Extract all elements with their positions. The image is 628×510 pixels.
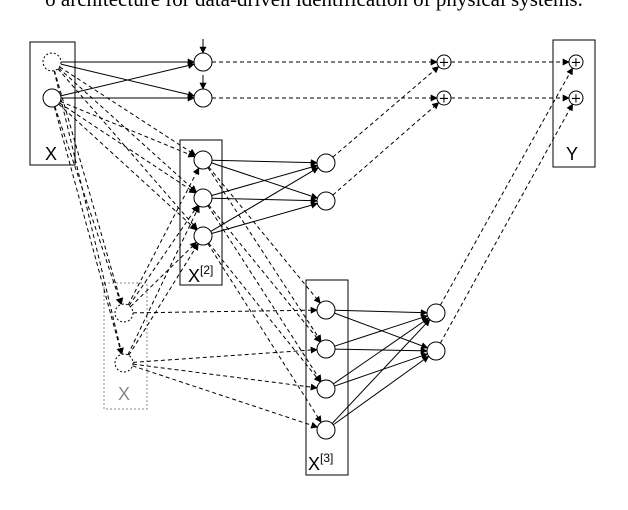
node-l3c: [316, 379, 336, 399]
solid-edge-l3d-n2: [333, 355, 430, 426]
input-box: [29, 41, 76, 166]
dashed-edge-m1-s1: [332, 66, 440, 158]
dashed-edge-g1-l3a: [132, 306, 318, 314]
solid-edge-l3c-n2: [334, 352, 429, 387]
node-l3b: [316, 339, 336, 359]
dashed-edge-g1-l2c: [130, 241, 198, 308]
node-l2b: [193, 188, 213, 208]
dashed-edge-l2b-l3b: [208, 204, 321, 343]
dashed-edge-m2-s2: [332, 102, 440, 196]
node-l3a: [316, 300, 336, 320]
ghost-input-box: [103, 282, 148, 410]
dashed-edge-in1-l2b: [58, 67, 197, 193]
sum-symbol-o1: +: [571, 56, 582, 71]
node-n2: [426, 341, 446, 361]
input-label: X: [45, 144, 57, 164]
dashed-edge-l2c-l3d: [207, 243, 322, 423]
sum-node-o1: [568, 54, 584, 70]
dashed-edge-l2a-l3a: [208, 166, 321, 304]
node-in1: [42, 52, 62, 72]
node-g2: [114, 353, 134, 373]
dashed-edge-in2-g2: [53, 106, 124, 355]
node-l2a: [193, 150, 213, 170]
sum-node-o2: [568, 90, 584, 106]
node-g1: [114, 303, 134, 323]
dashed-edge-g1-l2b: [128, 204, 199, 306]
solid-edge-l3b-n1: [334, 314, 429, 347]
layer2-box: [179, 139, 223, 286]
solid-edge-l2c-m1: [210, 167, 319, 232]
solid-edge-l2a-m1: [211, 159, 318, 167]
node-n1: [426, 303, 446, 323]
output-label: Y: [566, 144, 578, 164]
node-m2: [316, 191, 336, 211]
solid-edge-l2c-m2: [211, 201, 319, 235]
dashed-edge-l2b-l3c: [207, 205, 322, 383]
dashed-edge-in1-l2c: [57, 68, 198, 230]
solid-edge-l3c-n1: [333, 317, 430, 385]
node-m1: [316, 153, 336, 173]
node-l2c: [193, 226, 213, 246]
sum-node-s2: [436, 90, 452, 106]
output-box: [552, 39, 596, 168]
dashed-edge-g2-l3b: [132, 346, 318, 363]
dashed-edge-in2-l2b: [59, 102, 197, 194]
solid-edge-l2b-m1: [211, 163, 319, 197]
sum-symbol-o2: +: [571, 92, 582, 107]
dashed-edge-in2-l2a: [60, 100, 196, 158]
nodes-layer: + + + +: [42, 52, 584, 440]
layer3-label: X[3]: [308, 451, 333, 474]
ghost-input-label: X: [118, 384, 130, 404]
solid-edge-in2-h1: [60, 62, 195, 97]
node-h1: [193, 52, 213, 72]
dashed-edge-in1-g1: [54, 70, 124, 306]
dashed-edge-g2-l3d: [132, 365, 319, 429]
node-in2: [42, 88, 62, 108]
dashed-edge-n2-o2: [439, 103, 574, 344]
solid-edge-l3b-n2: [334, 347, 428, 355]
solid-edge-l3a-n1: [334, 309, 428, 317]
layer3-box: [305, 279, 349, 476]
dashed-edge-g2-l2c: [128, 243, 199, 356]
layer2-label: X[2]: [188, 263, 213, 286]
solid-edge-l3d-n1: [331, 319, 431, 424]
sum-symbol-s2: +: [439, 92, 450, 107]
sum-node-s1: [436, 54, 452, 70]
edges-layer: [53, 39, 574, 429]
node-h2: [193, 88, 213, 108]
dashed-edge-in1-l2a: [59, 66, 197, 156]
figure-caption: o architecture for data-driven identific…: [0, 0, 628, 12]
sum-symbol-s1: +: [439, 56, 450, 71]
dashed-edge-in2-g1: [54, 106, 123, 306]
dashed-edge-l2c-l3c: [208, 242, 321, 383]
dashed-edge-g2-l3c: [132, 363, 318, 391]
dashed-edge-g1-l2a: [127, 167, 200, 306]
dashed-edge-n1-o1: [439, 67, 574, 306]
dashed-edge-in2-l2c: [58, 103, 197, 231]
node-l3d: [316, 420, 336, 440]
